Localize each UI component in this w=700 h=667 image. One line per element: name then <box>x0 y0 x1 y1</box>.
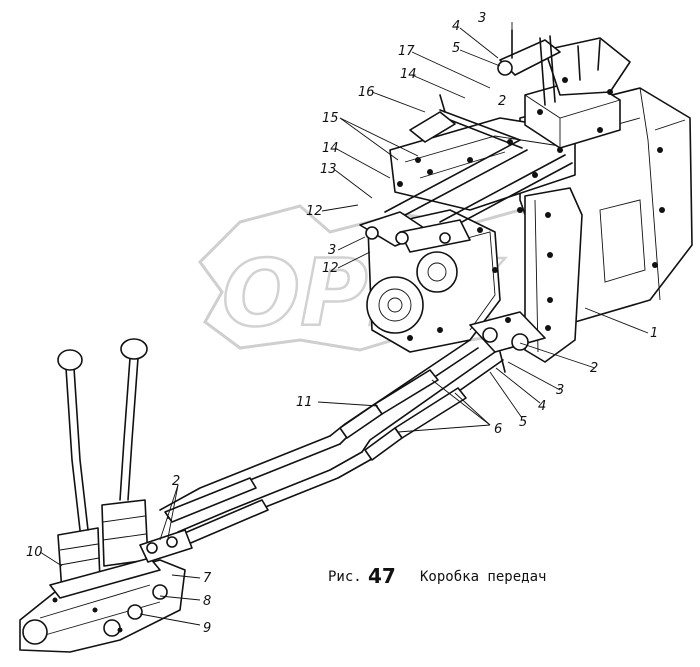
callout-13: 13 <box>320 162 337 177</box>
callout-9: 9 <box>203 621 211 636</box>
front-case-bore <box>366 276 424 334</box>
callout-12-lower: 12 <box>322 261 339 276</box>
callout-labels: 1 2 2 2 3 3 3 4 4 5 5 6 7 8 9 10 11 12 1… <box>26 11 658 636</box>
lever-rod-left <box>65 367 81 531</box>
lever-knob-right <box>120 338 148 360</box>
callout-11: 11 <box>296 395 313 410</box>
shift-rods <box>384 109 573 231</box>
bolts <box>52 77 665 633</box>
callout-16: 16 <box>358 85 375 100</box>
callout-17: 17 <box>398 44 415 59</box>
callout-8: 8 <box>203 594 211 609</box>
callout-4-right: 4 <box>538 399 546 414</box>
callout-5-top: 5 <box>452 41 460 56</box>
figure-caption: Рис. 47 Коробка передач <box>328 564 546 588</box>
cable-sleeve-3 <box>164 477 257 523</box>
callout-14-left: 14 <box>322 141 339 156</box>
callout-3-left: 3 <box>328 243 336 258</box>
lever-boot-right <box>101 499 149 567</box>
front-linkage <box>359 211 471 253</box>
housing-front-flange <box>524 187 583 363</box>
callout-10: 10 <box>26 545 43 560</box>
control-cables <box>159 339 504 546</box>
callout-12-upper: 12 <box>306 204 323 219</box>
rear-linkage <box>469 311 546 373</box>
callout-14-top: 14 <box>400 67 417 82</box>
lever-knob-left <box>57 349 83 371</box>
callout-2-top: 2 <box>498 94 506 109</box>
caption-number: 47 <box>368 564 396 588</box>
gearbox-housing <box>366 37 693 363</box>
caption-title: Коробка передач <box>420 569 546 585</box>
callout-1: 1 <box>650 326 658 341</box>
leader-lines <box>39 22 649 626</box>
callout-3-top: 3 <box>478 11 486 26</box>
callout-5-right: 5 <box>519 415 527 430</box>
callout-15: 15 <box>322 111 339 126</box>
callout-2-right: 2 <box>590 361 598 376</box>
callout-2-controller: 2 <box>172 474 180 489</box>
callout-6: 6 <box>494 422 502 437</box>
housing-rear-stub <box>544 37 631 96</box>
caption-prefix: Рис. <box>328 569 362 585</box>
callout-7: 7 <box>203 571 212 586</box>
lever-rod-right <box>119 357 131 501</box>
callout-3-right: 3 <box>556 383 564 398</box>
shift-controller <box>19 338 193 653</box>
callout-4-top: 4 <box>452 19 460 34</box>
cable-clamp <box>409 94 456 143</box>
